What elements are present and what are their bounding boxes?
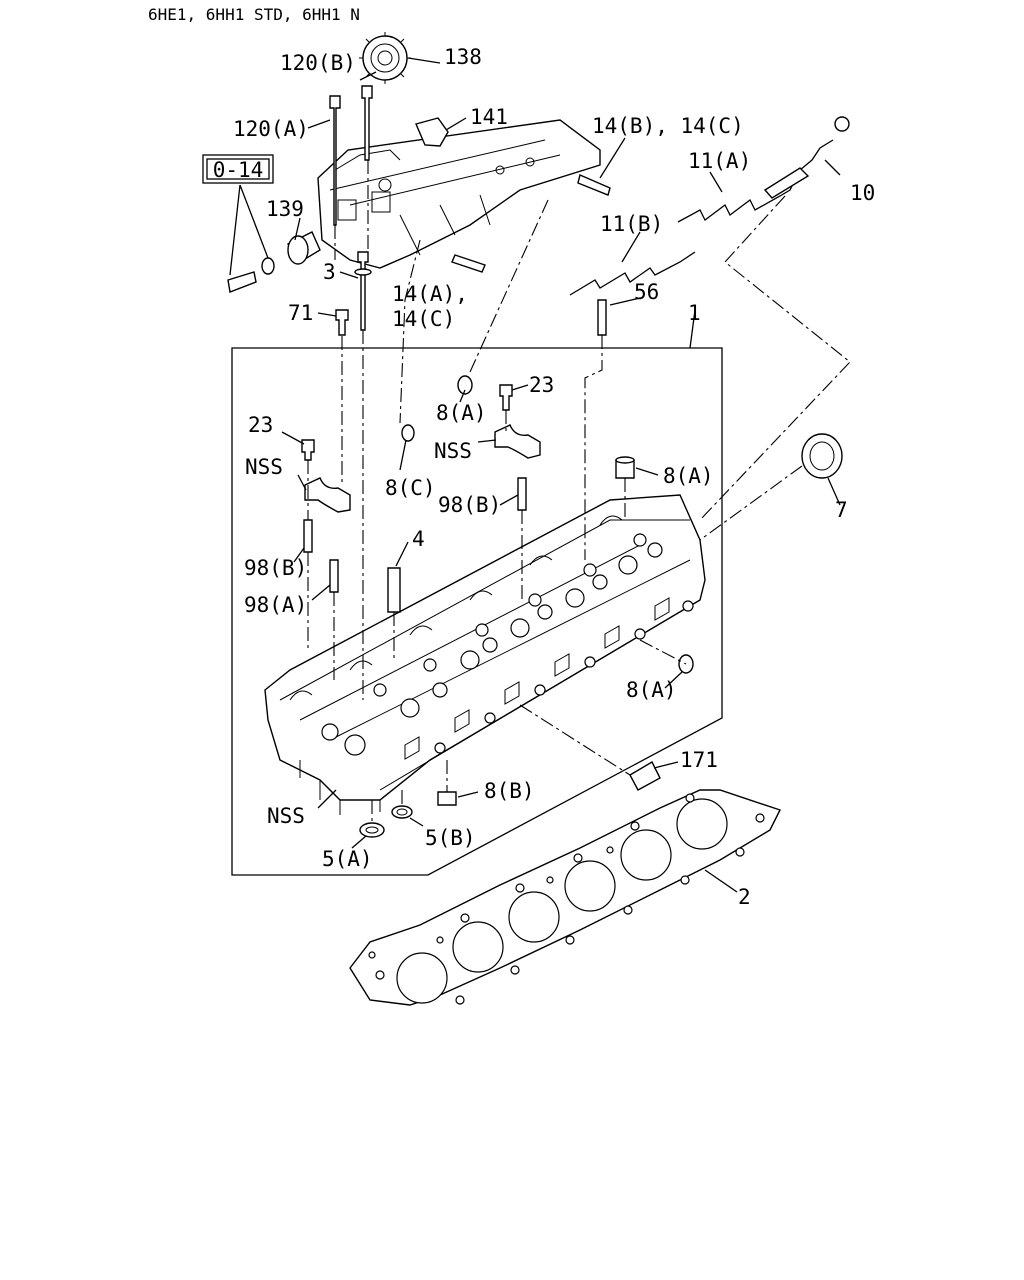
label-nss-center: NSS: [434, 439, 472, 463]
camshaft-housing-group: [227, 32, 611, 336]
label-1: 1: [688, 301, 701, 325]
label-2: 2: [738, 885, 751, 909]
label-nss-left: NSS: [245, 455, 283, 479]
sealing-plugs-8: [401, 375, 694, 806]
cylinder-head: [264, 494, 706, 815]
label-98b-left: 98(B): [244, 556, 307, 580]
label-8a-top: 8(A): [436, 401, 487, 425]
label-3: 3: [323, 260, 336, 284]
timing-gear-138: [359, 32, 411, 84]
label-98a: 98(A): [244, 593, 307, 617]
oil-seal-7: [801, 433, 843, 479]
label-23-center: 23: [529, 373, 554, 397]
label-56: 56: [634, 280, 659, 304]
dowel-pin-4: [387, 567, 401, 613]
label-120b: 120(B): [280, 51, 356, 75]
label-4: 4: [412, 527, 425, 551]
label-120a: 120(A): [233, 117, 309, 141]
label-171: 171: [680, 748, 718, 772]
label-141: 141: [470, 105, 508, 129]
label-7: 7: [835, 498, 848, 522]
diagram-header-title: 6HE1, 6HH1 STD, 6HH1 N: [148, 5, 360, 24]
label-8c: 8(C): [385, 476, 436, 500]
label-8a-right: 8(A): [663, 464, 714, 488]
connector-wiring-group: [569, 116, 850, 336]
label-14bc: 14(B), 14(C): [592, 114, 744, 138]
sleeve-171: [629, 761, 661, 791]
label-71: 71: [288, 301, 313, 325]
label-14a: 14(A),: [392, 282, 468, 306]
label-98b-center: 98(B): [438, 493, 501, 517]
label-pointer-lines: [229, 57, 841, 893]
valve-seals-5: [359, 805, 413, 838]
label-14c: 14(C): [392, 307, 455, 331]
cylinder-head-frame: [231, 347, 723, 876]
label-nss-lower: NSS: [267, 804, 305, 828]
bearing-cap-center: [494, 384, 541, 511]
label-8a-lower: 8(A): [626, 678, 677, 702]
head-gasket-2: [349, 789, 781, 1006]
label-5a: 5(A): [322, 847, 373, 871]
label-5b: 5(B): [425, 826, 476, 850]
label-23-left: 23: [248, 413, 273, 437]
label-139: 139: [266, 197, 304, 221]
part-labels: 120(B) 138 120(A) 141 14(B), 14(C) 11(A)…: [233, 45, 875, 909]
bearing-cap-left: [301, 439, 351, 593]
label-8b: 8(B): [484, 779, 535, 803]
label-11a: 11(A): [688, 149, 751, 173]
assembly-leader-lines: [307, 160, 851, 822]
label-138: 138: [444, 45, 482, 69]
label-10: 10: [850, 181, 875, 205]
label-11b: 11(B): [600, 212, 663, 236]
reference-label: 0-14: [213, 158, 264, 182]
reference-box-0-14: 0-14: [202, 154, 274, 184]
